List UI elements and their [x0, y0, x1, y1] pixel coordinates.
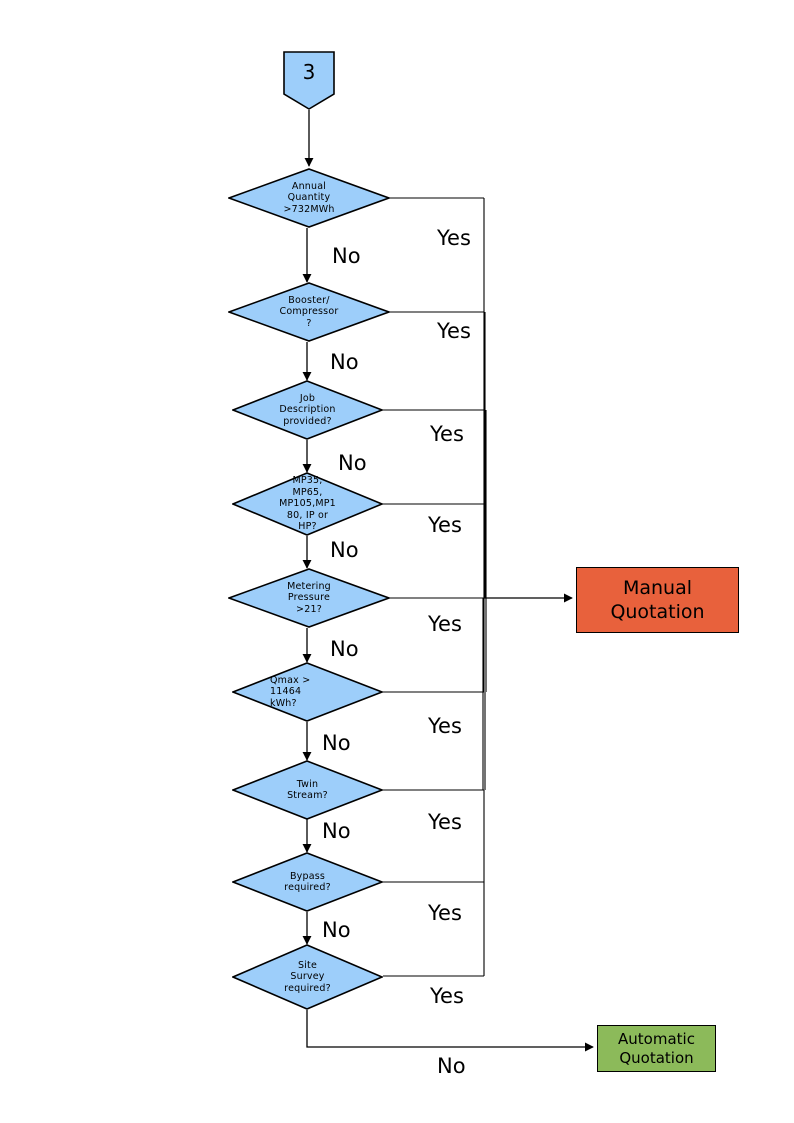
decision-meter-type[interactable]: MP35, MP65, MP105,MP1 80, IP or HP? — [232, 472, 383, 536]
decision-qmax[interactable]: Qmax > 11464 kWh? — [232, 662, 383, 722]
edge-label-yes-bypass: Yes — [428, 901, 462, 925]
automatic-quotation-line1: Automatic — [618, 1029, 695, 1048]
decision-label: Twin Stream? — [287, 778, 328, 802]
decision-metering-pressure[interactable]: Metering Pressure >21? — [228, 568, 390, 628]
manual-quotation-line2: Quotation — [610, 601, 705, 623]
edge-label-yes-qmax: Yes — [428, 714, 462, 738]
decision-label: Booster/ Compressor ? — [279, 294, 339, 329]
decision-label: Metering Pressure >21? — [287, 580, 331, 615]
decision-label: Qmax > 11464 kWh? — [270, 674, 311, 709]
edge-label-no-booster-compressor: No — [330, 350, 359, 374]
decision-label: MP35, MP65, MP105,MP1 80, IP or HP? — [279, 475, 336, 533]
edge-label-no-annual-quantity: No — [332, 244, 361, 268]
edge-label-yes-site-survey: Yes — [430, 984, 464, 1008]
manual-quotation-line1: Manual — [622, 577, 693, 599]
decision-annual-quantity[interactable]: Annual Quantity >732MWh — [228, 168, 390, 228]
edge-label-yes-twin-stream: Yes — [428, 810, 462, 834]
edge-label-yes-booster-compressor: Yes — [437, 319, 471, 343]
decision-label: Bypass required? — [284, 870, 331, 894]
edge-label-no-meter-type: No — [330, 538, 359, 562]
edge-label-yes-meter-type: Yes — [428, 513, 462, 537]
edge-label-yes-metering-pressure: Yes — [428, 612, 462, 636]
decision-label: Job Description provided? — [279, 392, 336, 427]
decision-label: Annual Quantity >732MWh — [283, 180, 335, 215]
edge-label-no-metering-pressure: No — [330, 637, 359, 661]
edge-label-no-job-description: No — [338, 451, 367, 475]
decision-job-description[interactable]: Job Description provided? — [232, 380, 383, 440]
decision-bypass[interactable]: Bypass required? — [232, 852, 383, 912]
decision-site-survey[interactable]: Site Survey required? — [232, 944, 383, 1010]
decision-booster-compressor[interactable]: Booster/ Compressor ? — [228, 282, 390, 342]
edge-label-yes-job-description: Yes — [430, 422, 464, 446]
automatic-quotation-line2: Quotation — [619, 1048, 694, 1067]
edge-label-no-twin-stream: No — [322, 819, 351, 843]
start-connector-label: 3 — [302, 60, 316, 84]
edge-label-no-final: No — [437, 1054, 466, 1078]
start-connector-shape — [283, 51, 335, 110]
decision-label: Site Survey required? — [284, 959, 331, 994]
edge-label-no-bypass: No — [322, 918, 351, 942]
edge-label-yes-annual-quantity: Yes — [437, 226, 471, 250]
terminal-manual-quotation[interactable]: Manual Quotation — [576, 567, 739, 633]
edge-label-no-qmax: No — [322, 731, 351, 755]
decision-twin-stream[interactable]: Twin Stream? — [232, 760, 383, 820]
terminal-automatic-quotation[interactable]: Automatic Quotation — [597, 1025, 716, 1072]
